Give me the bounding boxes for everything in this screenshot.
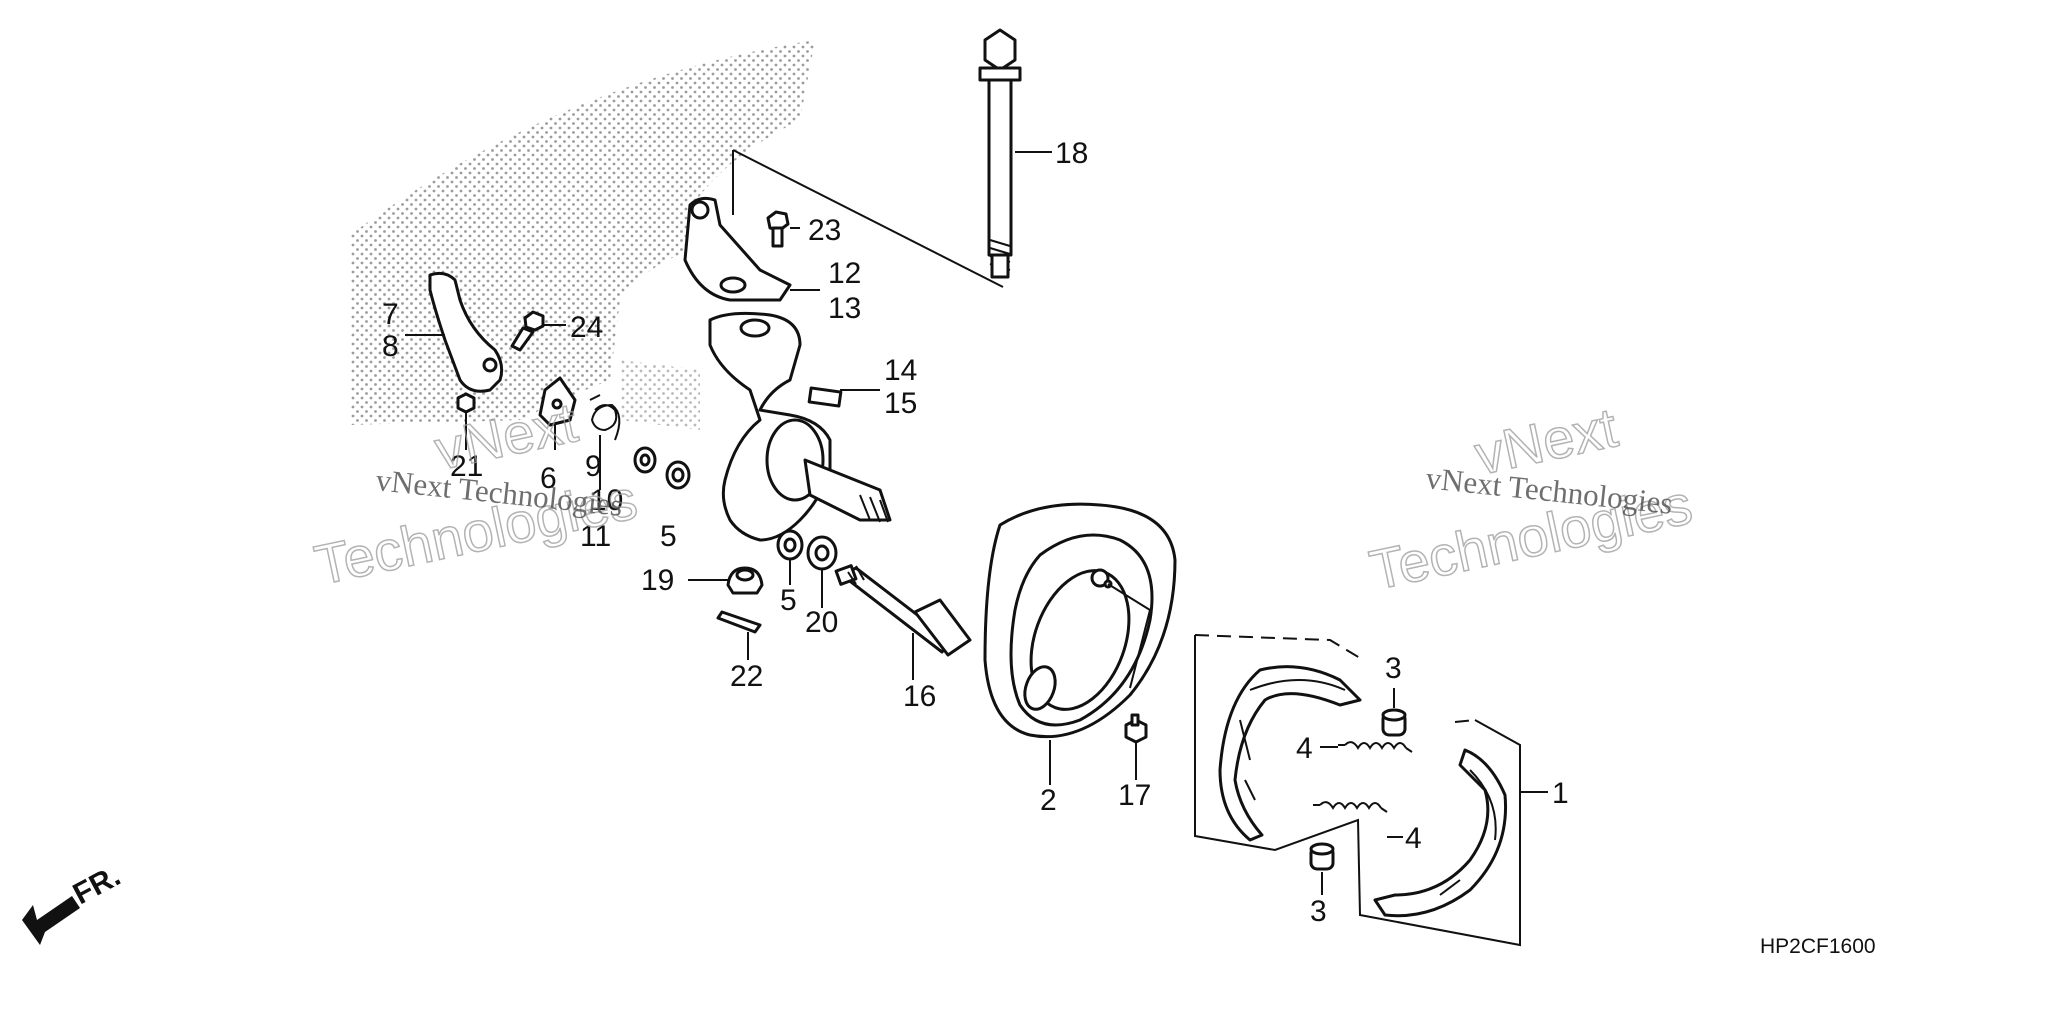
part-label-1: 1 xyxy=(1552,777,1569,810)
spring-part-4-upper xyxy=(1338,741,1413,753)
arm-part-8-9 xyxy=(428,271,504,393)
part-label-2: 2 xyxy=(1040,784,1057,817)
plate-part-7 xyxy=(538,376,577,427)
part-label-17: 17 xyxy=(1118,779,1151,812)
spring-part-4-lower xyxy=(1313,801,1388,813)
part-label-14: 13 xyxy=(828,292,861,325)
part-label-16: 15 xyxy=(884,387,917,420)
nut-part-21 xyxy=(456,392,476,414)
knuckle-part-15-16 xyxy=(708,311,892,542)
brake-shoe-left xyxy=(1218,665,1362,842)
part-label-23: 23 xyxy=(808,214,841,247)
shaft-part-6 xyxy=(834,564,972,657)
brake-drum-part-2 xyxy=(983,502,1177,739)
pin-part-22 xyxy=(716,610,762,634)
stipple-background-right xyxy=(620,360,700,430)
washer-part-20 xyxy=(806,535,838,571)
part-label-3-upper: 3 xyxy=(1385,652,1402,685)
brake-shoe-right xyxy=(1373,748,1508,918)
part-label-20: 20 xyxy=(805,606,838,639)
bracket-part-13-14 xyxy=(683,196,792,302)
part-label-18: 18 xyxy=(1055,137,1088,170)
bolt-part-23 xyxy=(766,210,790,248)
nut-part-19 xyxy=(726,566,764,595)
pin-part-3-upper xyxy=(1381,708,1407,737)
pin-part-3-lower xyxy=(1309,842,1335,871)
part-label-3-lower: 3 xyxy=(1310,895,1327,928)
part-label-9: 8 xyxy=(382,330,399,363)
bolt-part-18 xyxy=(978,28,1022,279)
part-label-5-upper: 5 xyxy=(660,520,677,553)
front-direction-arrow: FR. xyxy=(22,859,126,945)
part-label-5-lower: 5 xyxy=(780,584,797,617)
washer-part-11 xyxy=(633,446,657,474)
watermark-right: vNext Technologies vNext Technologies xyxy=(1364,395,1698,603)
part-label-24: 24 xyxy=(570,311,603,344)
seal-part-5-lower xyxy=(776,529,804,561)
part-label-10: 9 xyxy=(585,450,602,483)
part-label-6: 16 xyxy=(903,680,936,713)
part-label-19: 19 xyxy=(641,564,674,597)
part-label-13: 12 xyxy=(828,257,861,290)
part-label-8: 7 xyxy=(382,298,399,331)
seal-part-5-upper xyxy=(665,460,691,490)
part-label-7: 6 xyxy=(540,462,557,495)
bolt-part-17 xyxy=(1124,713,1148,744)
diagram-code: HP2CF1600 xyxy=(1760,935,1876,958)
shoe-set-outline xyxy=(1194,635,1521,947)
part-label-11: 10 xyxy=(590,484,623,517)
part-label-4-upper: 4 xyxy=(1296,732,1313,765)
part-label-12: 11 xyxy=(580,520,611,553)
part-label-4-lower: 4 xyxy=(1405,822,1422,855)
part-label-15: 14 xyxy=(884,354,917,387)
spring-part-10-12 xyxy=(589,394,621,441)
part-label-22: 22 xyxy=(730,660,763,693)
part-label-21: 21 xyxy=(450,450,483,483)
